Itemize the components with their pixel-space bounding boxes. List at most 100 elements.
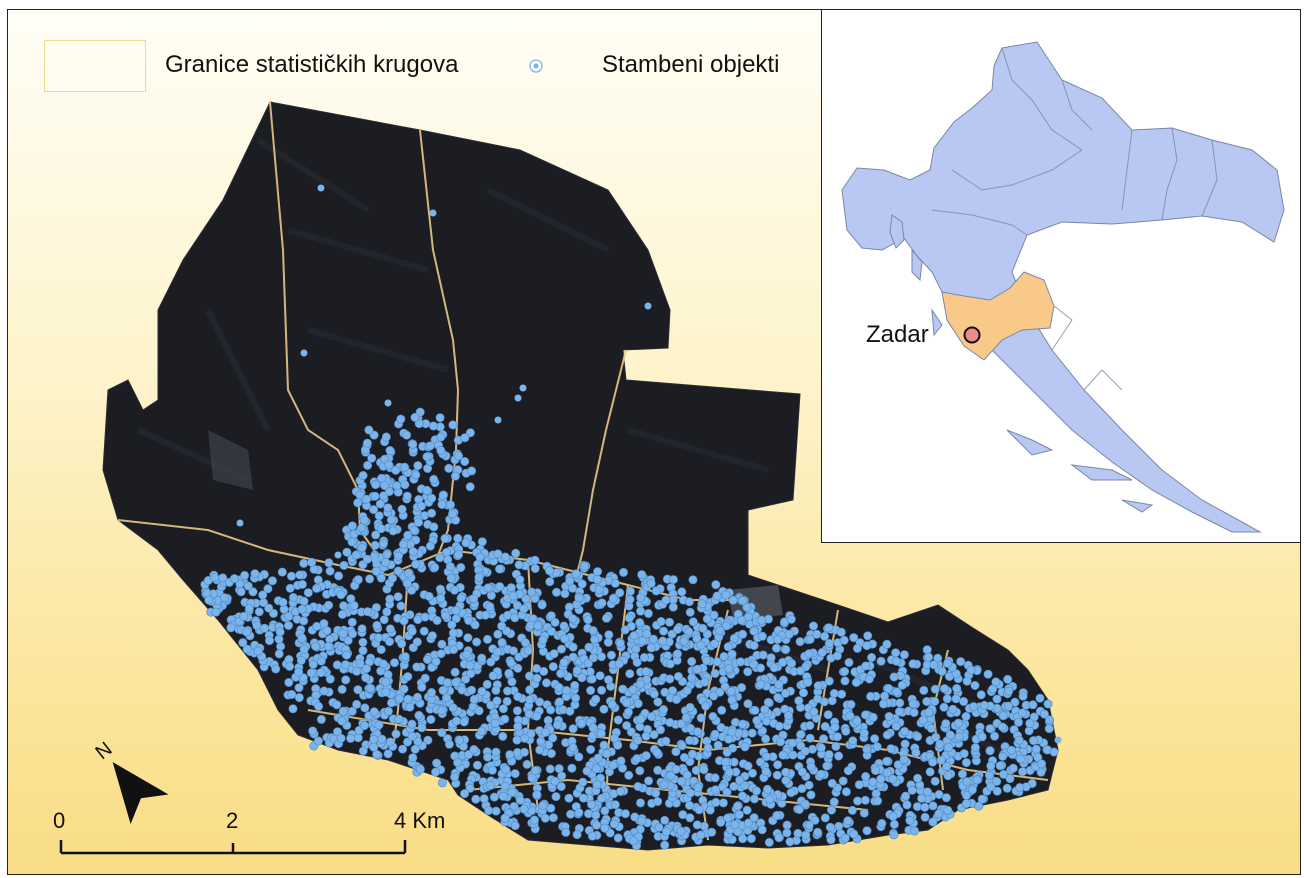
building-point [423,735,433,745]
building-point [592,574,602,584]
main-map[interactable]: N [8,10,1301,875]
building-point [451,605,461,615]
building-point [371,530,381,540]
building-point [453,533,463,543]
building-point [559,621,569,631]
building-point [861,661,871,671]
building-point [574,808,584,818]
building-point [486,657,496,667]
building-point [746,834,756,844]
building-legend-label: Stambeni objekti [602,51,780,78]
building-point [646,643,656,653]
building-point [911,748,921,758]
building-point [764,837,774,847]
building-point [410,744,420,754]
building-point [784,629,794,639]
building-point [737,791,747,801]
building-point [816,769,826,779]
building-point [882,756,892,766]
building-point [827,778,837,788]
building-point [641,751,651,761]
building-point [749,640,759,650]
building-point [397,504,407,514]
building-point [486,590,496,600]
building-point [697,599,707,609]
building-point [749,626,759,636]
building-point [385,445,395,455]
building-point [541,678,551,688]
building-point [943,658,953,668]
building-point [498,704,508,714]
building-point [502,696,512,706]
building-point [599,704,609,714]
building-point [755,663,765,673]
building-point [341,675,351,685]
building-point [432,758,442,768]
building-point [299,616,309,626]
building-point [623,707,633,717]
building-point [361,664,371,674]
building-point [824,623,834,633]
building-point [322,626,332,636]
building-point [325,566,335,576]
building-point [399,684,409,694]
building-point [308,726,318,736]
building-point [592,820,602,830]
building-point [360,703,370,713]
building-point [992,786,1002,796]
building-point [546,611,556,621]
building-point [1044,724,1054,734]
building-point [294,693,304,703]
building-point [793,828,803,838]
building-point [773,692,783,702]
building-point [459,717,469,727]
building-point [781,775,791,785]
building-point [391,465,401,475]
building-point [926,723,936,733]
building-point [582,766,592,776]
building-point [402,430,412,440]
building-point [477,653,487,663]
building-point [343,635,353,645]
building-point [756,679,766,689]
building-point [557,771,567,781]
building-point [574,752,584,762]
building-point [597,685,607,695]
building-point [274,649,284,659]
building-point [786,788,796,798]
building-point [381,687,391,697]
building-point [722,747,732,757]
building-point [568,743,578,753]
building-point [550,776,560,786]
building-point [832,651,842,661]
zadar-city-marker[interactable] [963,326,981,344]
building-point [653,697,663,707]
building-point [480,610,490,620]
building-point [242,644,252,654]
building-point [866,691,876,701]
building-point [264,603,274,613]
building-point [457,685,467,695]
building-point [559,657,569,667]
building-point [353,575,363,585]
building-point [488,671,498,681]
building-point [886,744,896,754]
building-point [750,705,760,715]
building-point [287,689,297,699]
building-point [462,649,472,659]
building-point [393,592,403,602]
building-point [451,716,461,726]
building-point [742,602,752,612]
building-point [597,598,607,608]
building-point [816,743,826,753]
inset-locator-map[interactable]: Zadar [821,10,1300,543]
building-point [398,744,408,754]
building-point [613,833,623,843]
building-point [684,800,694,810]
building-point [471,794,481,804]
building-point [489,792,499,802]
building-point [806,762,816,772]
building-point [519,747,529,757]
scale-bar [59,840,407,855]
building-point [730,717,740,727]
